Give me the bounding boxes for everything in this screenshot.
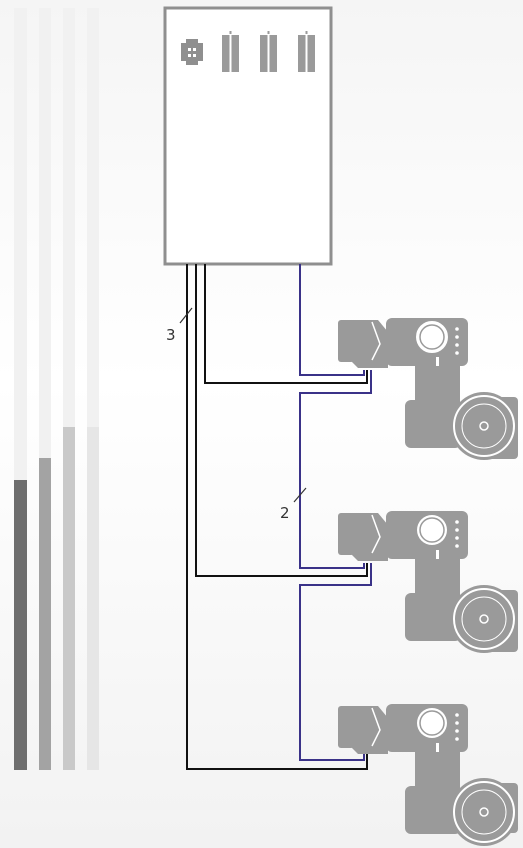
- wire-black-to-actuator-2: [195, 264, 368, 577]
- level-bar-fill-1: [14, 480, 27, 770]
- wire-black-to-actuator-1: [204, 264, 368, 384]
- actuator-1-handwheel-icon: [453, 395, 515, 457]
- din-module-1-icon: [222, 31, 239, 76]
- level-bar-fill-2: [39, 458, 51, 770]
- level-bar-fill-3: [63, 427, 75, 770]
- din-module-3-icon: [298, 31, 315, 76]
- actuator-2: [338, 511, 518, 653]
- actuator-1: [338, 318, 518, 460]
- level-bars: [14, 8, 99, 770]
- wiring: [186, 264, 372, 770]
- wire-blue-link-2-3: [299, 563, 372, 761]
- din-module-2-icon: [260, 31, 277, 76]
- actuator-2-display-icon: [417, 515, 459, 559]
- terminal-block-icon: [181, 39, 203, 65]
- callout-label-2: 2: [280, 504, 290, 522]
- wire-black-to-actuator-3: [186, 264, 368, 770]
- callout-leader-3: [179, 307, 193, 324]
- actuator-1-display-icon: [416, 321, 459, 366]
- callouts: 3 2: [166, 307, 307, 522]
- actuator-3-display-icon: [417, 708, 459, 752]
- callout-label-3: 3: [166, 326, 176, 344]
- actuator-3-handwheel-icon: [453, 781, 515, 843]
- actuator-2-handwheel-icon: [453, 588, 515, 650]
- control-enclosure: [163, 6, 333, 266]
- wire-blue-feed-actuator-1: [299, 264, 365, 376]
- actuator-3: [338, 704, 518, 846]
- callout-leader-2: [293, 487, 307, 503]
- level-bar-fill-4: [87, 427, 99, 770]
- wire-blue-link-1-2: [299, 370, 372, 569]
